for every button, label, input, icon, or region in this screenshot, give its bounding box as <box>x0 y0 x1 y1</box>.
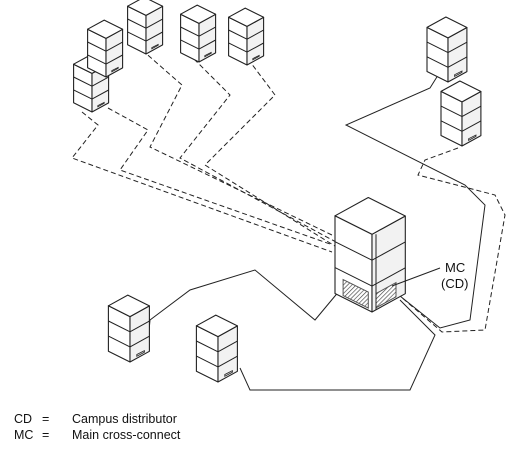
building-5 <box>87 19 124 78</box>
mc-leader-line <box>391 267 441 287</box>
building-roof <box>180 4 217 24</box>
cable-building-9 <box>239 299 436 391</box>
building-equipment-box <box>252 54 260 61</box>
cable-building-5 <box>71 111 333 253</box>
building-roof <box>107 294 150 318</box>
mc-label: MC <box>445 260 465 275</box>
legend-equals: = <box>42 412 50 426</box>
building-floor-line <box>440 105 482 118</box>
legend-row-cd: CD = Campus distributor <box>14 411 180 427</box>
cable-building-2 <box>141 49 335 237</box>
main-building <box>334 196 406 313</box>
building-floor-line <box>426 41 468 54</box>
building-equipment-box <box>136 350 145 357</box>
building-roof <box>426 16 468 39</box>
building-floor-line <box>87 41 123 52</box>
building-roof <box>228 7 265 27</box>
building-roof <box>440 80 482 103</box>
cable-building-6 <box>344 71 486 329</box>
legend: CD = Campus distributor MC = Main cross-… <box>14 411 180 443</box>
building-floor-line <box>127 18 163 29</box>
building-roof <box>195 314 238 338</box>
legend-row-mc: MC = Main cross-connect <box>14 427 180 443</box>
building-equipment-box <box>454 70 463 78</box>
cable-building-1 <box>107 107 331 245</box>
building-floor-line <box>73 89 109 100</box>
building-floor-line <box>440 120 482 132</box>
building-floor-line <box>180 39 216 50</box>
building-3 <box>180 4 217 63</box>
building-equipment-box <box>111 66 119 73</box>
building-equipment-box <box>97 101 105 108</box>
building-8 <box>107 294 150 363</box>
building-2 <box>127 0 164 55</box>
legend-equals: = <box>42 428 50 442</box>
building-roof <box>127 0 164 16</box>
building-roof <box>334 196 406 235</box>
legend-meaning: Campus distributor <box>72 412 177 426</box>
building-floor-line <box>87 54 123 65</box>
building-floor-line <box>426 56 468 68</box>
building-floor-line <box>196 340 238 353</box>
building-floor-line <box>196 355 238 368</box>
buildings <box>73 0 482 383</box>
cable-building-4 <box>204 58 339 249</box>
building-equipment-box <box>468 134 477 142</box>
legend-meaning: Main cross-connect <box>72 428 181 442</box>
main-cross-connect-room <box>342 278 369 309</box>
building-floor-line <box>180 26 216 37</box>
building-floor-line <box>228 42 264 53</box>
building-floor-line <box>334 267 406 287</box>
building-floor-line <box>73 76 109 87</box>
mc-callout: MC (CD) <box>391 260 468 291</box>
building-equipment-box <box>204 51 212 58</box>
building-floor-line <box>108 320 150 333</box>
legend-abbr: MC <box>14 428 34 442</box>
cable-building-3 <box>179 58 337 243</box>
building-floor-line <box>108 335 150 348</box>
building-4 <box>228 7 265 66</box>
cable-building-7 <box>399 147 506 333</box>
building-floor-line <box>228 29 264 40</box>
building-equipment-box <box>151 43 159 50</box>
building-equipment-box <box>224 370 233 377</box>
building-roof <box>87 19 124 39</box>
building-floor-line <box>334 241 406 261</box>
cd-label: (CD) <box>441 276 468 291</box>
building-9 <box>195 314 238 383</box>
building-floor-line <box>127 31 163 42</box>
building-7 <box>440 80 482 147</box>
cable-building-8 <box>147 269 341 343</box>
legend-abbr: CD <box>14 412 33 426</box>
building-6 <box>426 16 468 83</box>
